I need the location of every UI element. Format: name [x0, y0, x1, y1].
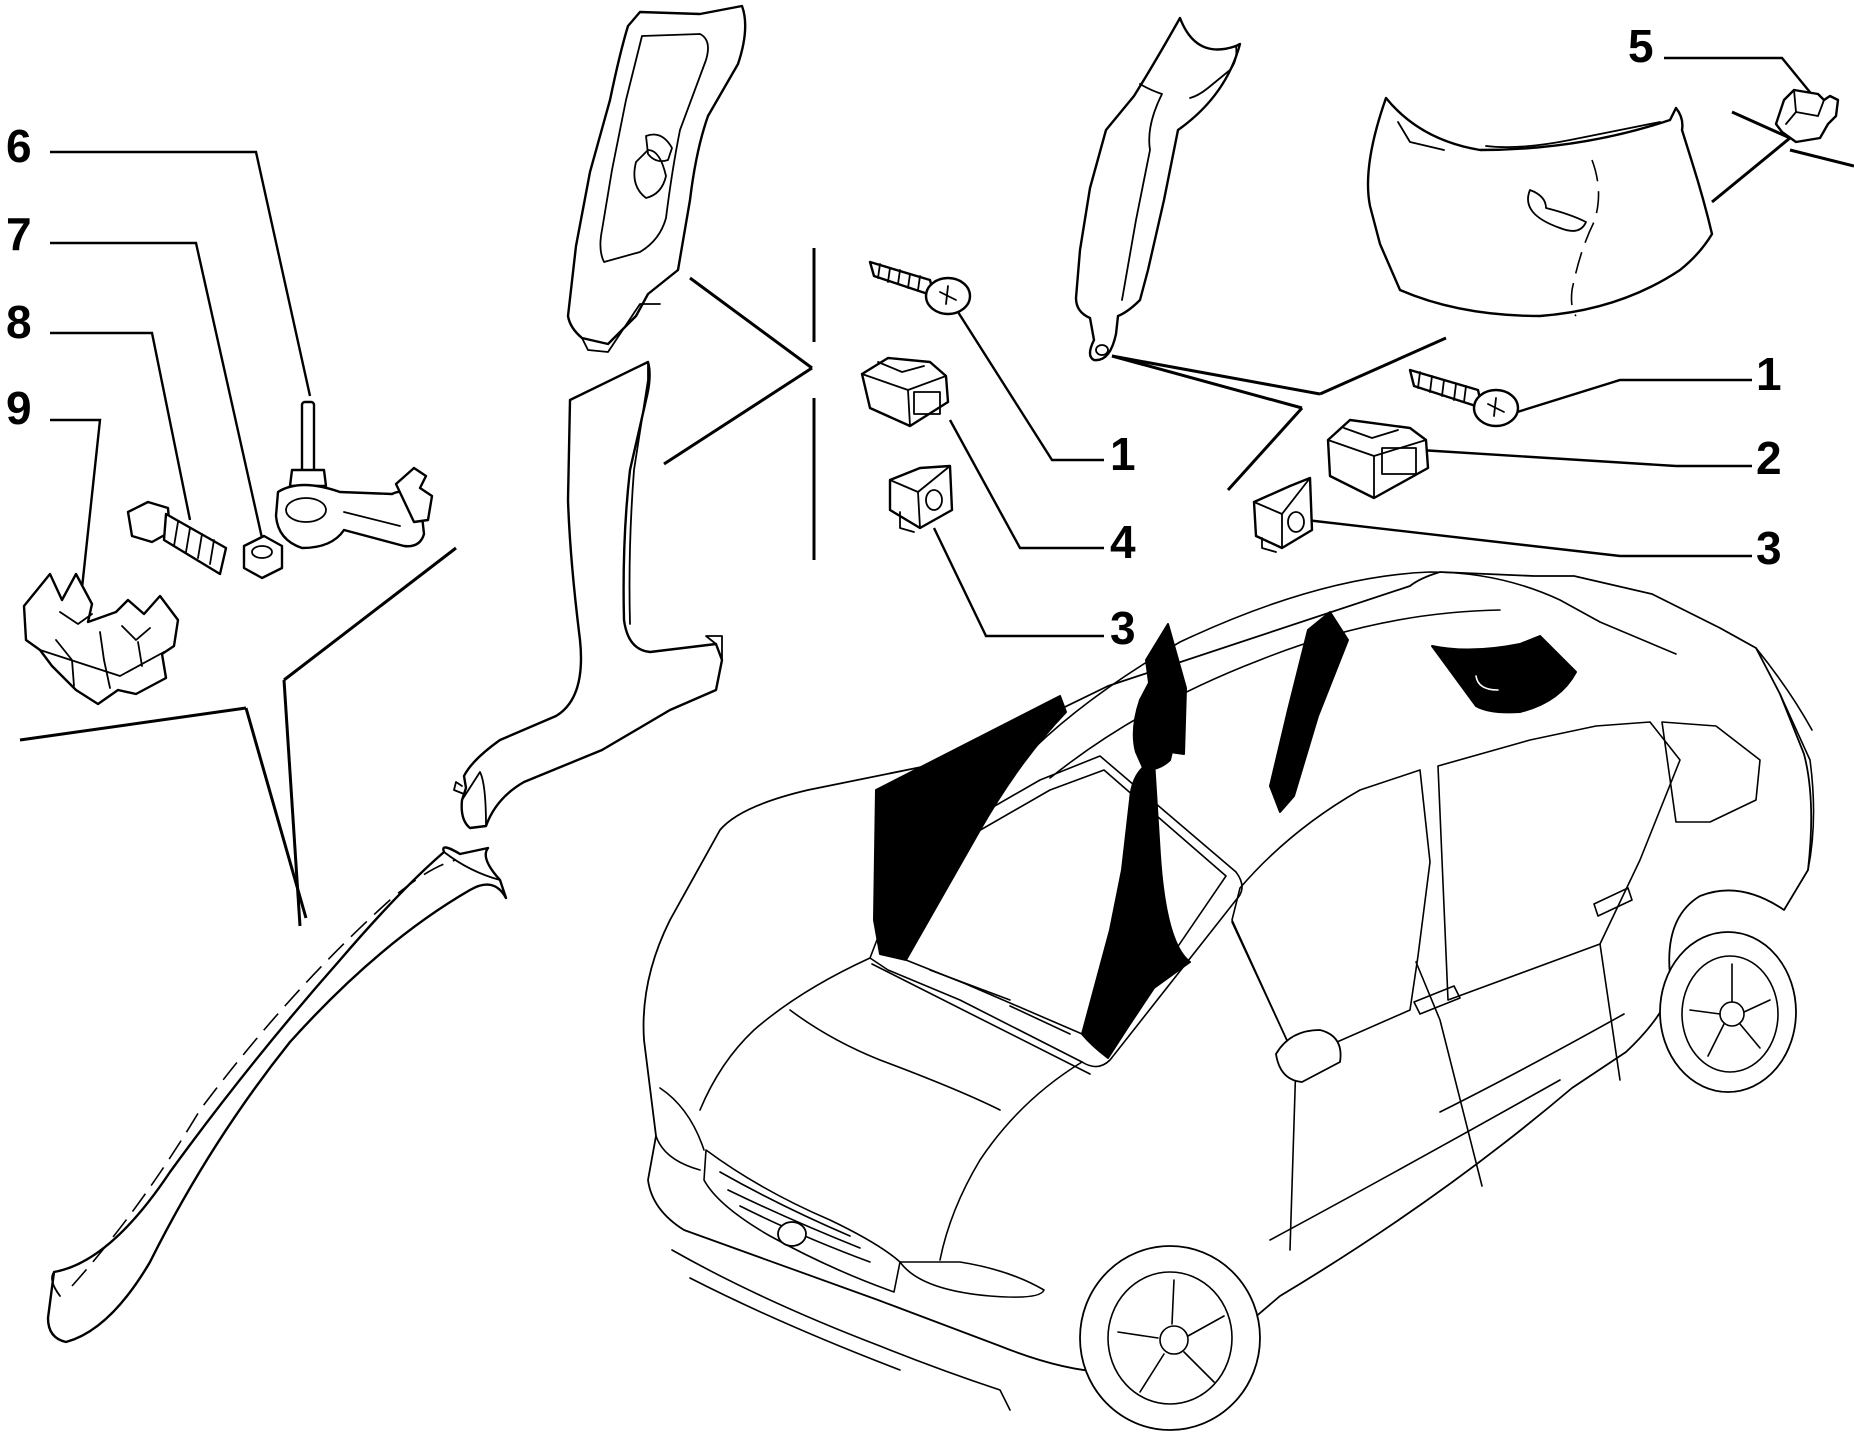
- leader-2: [1419, 448, 1752, 468]
- leader-8: [50, 331, 192, 521]
- leader-1-right: [1497, 378, 1752, 420]
- callout-2: 2: [1756, 432, 1782, 484]
- part-5-clip: [1774, 88, 1840, 144]
- part-3-speed-nut-left: [888, 464, 954, 533]
- b-pillar-upper-trim: [566, 4, 747, 353]
- leader-6: [50, 150, 312, 397]
- assembly-lines: [19, 110, 1854, 927]
- a-pillar-trim: [46, 846, 508, 1344]
- highlight-rear-roof-panel: [1431, 635, 1577, 714]
- part-4-clip-nut: [860, 356, 950, 428]
- leader-1-left: [956, 311, 1104, 462]
- highlight-a-pillar: [873, 695, 1067, 961]
- leader-3-right: [1305, 518, 1752, 558]
- part-2-clip-nut: [1326, 418, 1430, 500]
- leader-3-left: [932, 527, 1104, 638]
- callout-3-right: 3: [1756, 522, 1782, 574]
- leader-9: [50, 418, 102, 589]
- callout-5: 5: [1628, 20, 1654, 72]
- leader-5: [1664, 56, 1819, 103]
- leader-4: [948, 419, 1104, 550]
- callout-9: 9: [6, 382, 32, 434]
- part-9-clip: [22, 572, 180, 706]
- callout-7: 7: [6, 208, 32, 260]
- car-illustration: [642, 571, 1815, 1431]
- part-7-nut: [242, 534, 284, 580]
- callout-6: 6: [6, 120, 32, 172]
- callout-1-left: 1: [1110, 428, 1136, 480]
- part-8-bolt: [126, 500, 228, 576]
- highlight-b-pillar-top: [1145, 623, 1187, 755]
- c-pillar-trim: [1074, 16, 1242, 362]
- part-1-screw-right: [1408, 368, 1520, 428]
- highlight-c-pillar: [1269, 611, 1349, 813]
- rear-roof-trim-panel: [1366, 96, 1714, 318]
- callout-4: 4: [1110, 516, 1136, 568]
- part-6-stud-bracket: [274, 400, 434, 550]
- callout-8: 8: [6, 296, 32, 348]
- leader-7: [50, 241, 268, 557]
- callout-1-right: 1: [1756, 348, 1782, 400]
- part-1-screw-left: [868, 260, 972, 316]
- highlight-b-pillar: [1081, 759, 1191, 1059]
- b-pillar-lower-trim: [453, 360, 724, 830]
- leader-lines: [50, 56, 1819, 638]
- part-3-speed-nut-right: [1252, 476, 1314, 553]
- callout-3-left: 3: [1110, 602, 1136, 654]
